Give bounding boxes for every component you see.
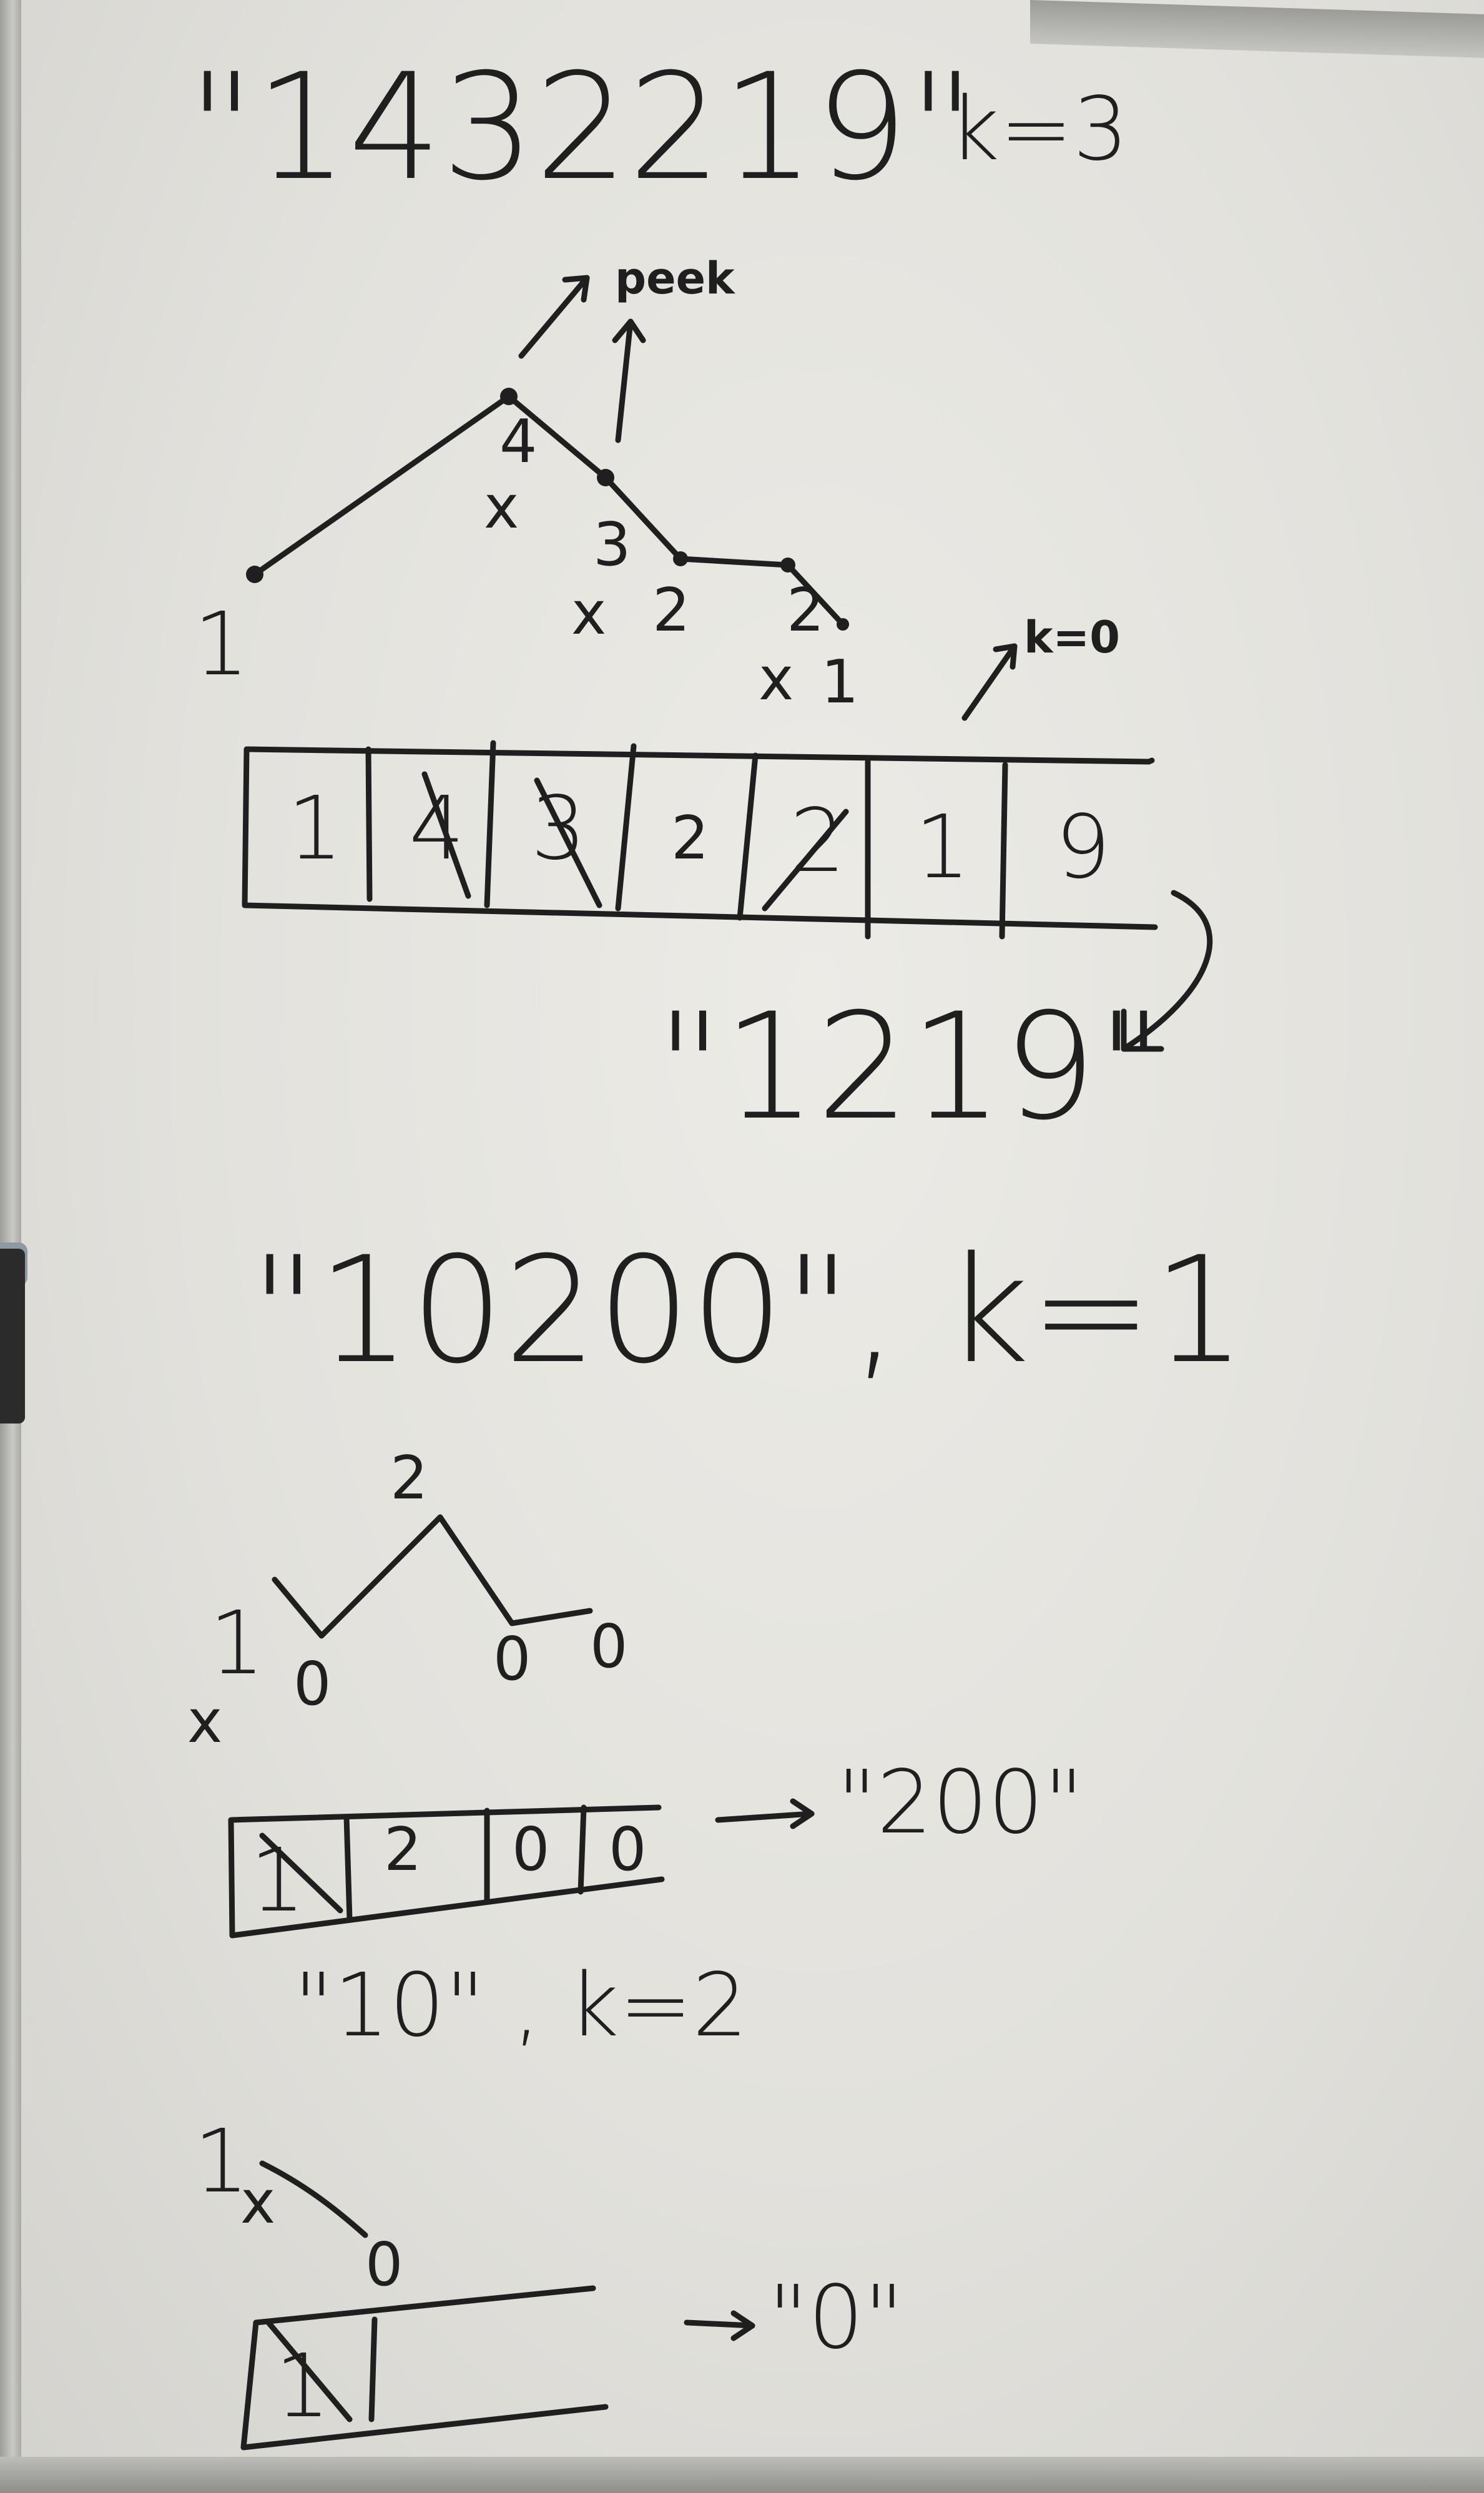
p1-removed-mark: x [571, 579, 606, 648]
p1-graph-point [837, 618, 849, 631]
p2-graph-digit-0c: 0 [590, 1613, 627, 1681]
p2-result-text: "200" [837, 1752, 1084, 1854]
p1-graph-point [673, 551, 688, 566]
p2-result-arrow [715, 1798, 815, 1829]
p2-graph-digit-2: 2 [390, 1444, 428, 1513]
p2-array-cell-1: 2 [384, 1816, 421, 1884]
p2-array-cell-0: 1 [250, 1830, 305, 1932]
p1-k-label: k=3 [949, 79, 1128, 180]
p1-array-cell-0: 1 [287, 778, 343, 880]
p1-graph-point [597, 469, 614, 486]
p3-result-arrow [684, 2310, 755, 2341]
p1-graph-digit-2b: 2 [787, 576, 824, 645]
marker-clip [0, 1249, 25, 1424]
p1-result-arrow [1121, 890, 1213, 1052]
p1-graph-digit-1: 1 [194, 594, 249, 696]
p3-removed-mark: x [240, 2168, 275, 2237]
p1-graph-digit-4: 4 [499, 408, 537, 476]
p1-result-text: "1219" [656, 982, 1164, 1153]
p1-strike [762, 809, 849, 912]
p3-input-text: "10" , k=2 [293, 1955, 748, 2057]
p1-k-end-label: k=0 [1024, 612, 1120, 663]
p1-array-cell-3: 2 [671, 804, 709, 873]
p1-strike [534, 777, 602, 908]
p1-peek-label: peek [615, 253, 735, 304]
p3-graph [259, 2160, 368, 2238]
p3-strike [265, 2319, 353, 2422]
p2-array-cell-2: 0 [512, 1816, 549, 1884]
p1-input-text: "1432219" [187, 42, 976, 213]
p1-k-end-arrow [961, 643, 1018, 721]
p3-array [240, 2285, 609, 2451]
p1-graph [246, 388, 849, 631]
p1-array-cell-6: 9 [1055, 797, 1111, 898]
p1-removed-mark: x [759, 645, 794, 714]
p1-array [242, 740, 1158, 940]
p3-result-text: "0" [768, 2267, 904, 2369]
p1-removed-mark: x [484, 473, 519, 542]
p1-graph-digit-2a: 2 [652, 576, 690, 645]
p2-array [228, 1804, 665, 1939]
p1-array-cell-5: 1 [915, 797, 970, 898]
p2-graph-digit-0b: 0 [493, 1625, 531, 1694]
p2-strike [259, 1832, 343, 1914]
whiteboard-frame-bottom [0, 2457, 1484, 2493]
p1-peek-arrows [518, 275, 646, 443]
p3-graph-digit-1: 1 [194, 2111, 249, 2213]
p2-graph-digit-1: 1 [209, 1593, 265, 1694]
p1-graph-point [780, 558, 795, 573]
p3-graph-digit-0: 0 [365, 2231, 403, 2299]
p2-graph [272, 1514, 593, 1639]
p2-input-text: "10200", k=1 [250, 1226, 1246, 1396]
p1-strike [421, 771, 471, 899]
p2-array-cell-3: 0 [609, 1816, 646, 1884]
p2-graph-digit-0a: 0 [293, 1650, 331, 1719]
p1-graph-point [500, 388, 518, 405]
p1-graph-point [246, 566, 263, 583]
p1-graph-digit-1b: 1 [821, 648, 858, 717]
p1-graph-digit-3: 3 [593, 511, 631, 579]
p2-removed-mark: x [187, 1688, 222, 1756]
